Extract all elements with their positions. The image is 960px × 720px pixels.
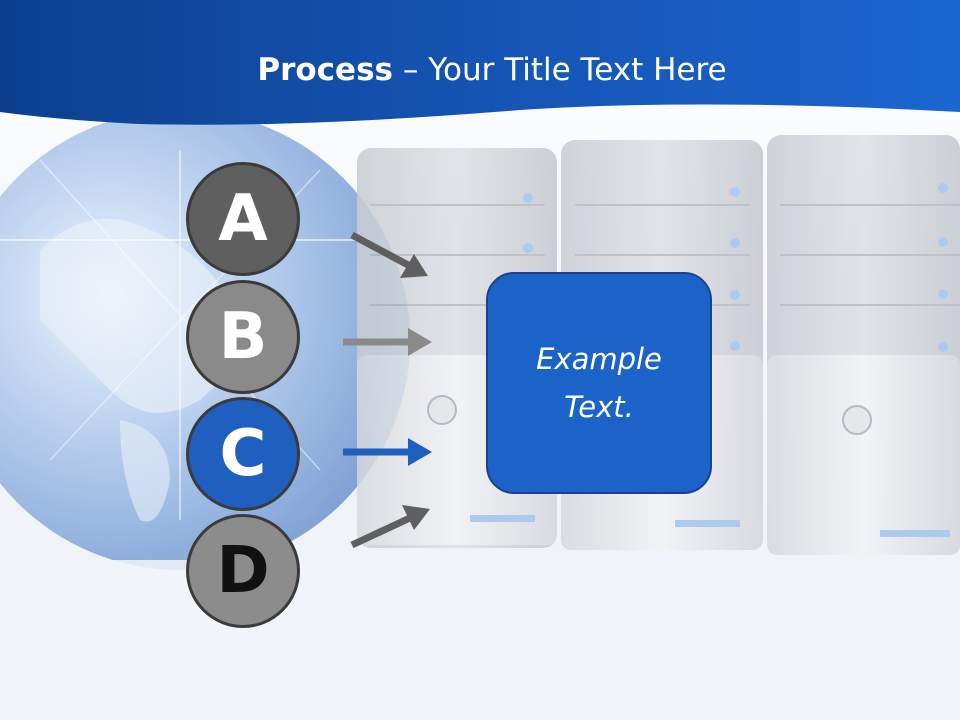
title-bold: Process <box>257 52 393 88</box>
arrow-b <box>343 328 432 356</box>
step-d-circle: D <box>186 514 300 628</box>
arrow-a <box>350 231 428 278</box>
step-b-label: B <box>218 300 268 374</box>
step-a-label: A <box>218 182 268 256</box>
step-c-circle: C <box>186 397 300 511</box>
step-b-circle: B <box>186 280 300 394</box>
arrow-d <box>350 505 430 549</box>
example-text: Example Text. <box>536 342 662 424</box>
example-text-box: Example Text. <box>486 272 712 494</box>
header-band <box>0 0 960 125</box>
slide-title: Process – Your Title Text Here <box>0 52 960 88</box>
arrow-c <box>343 438 432 466</box>
title-rest: – Your Title Text Here <box>393 52 727 88</box>
step-d-label: D <box>216 534 270 608</box>
step-c-label: C <box>219 417 267 491</box>
step-a-circle: A <box>186 162 300 276</box>
